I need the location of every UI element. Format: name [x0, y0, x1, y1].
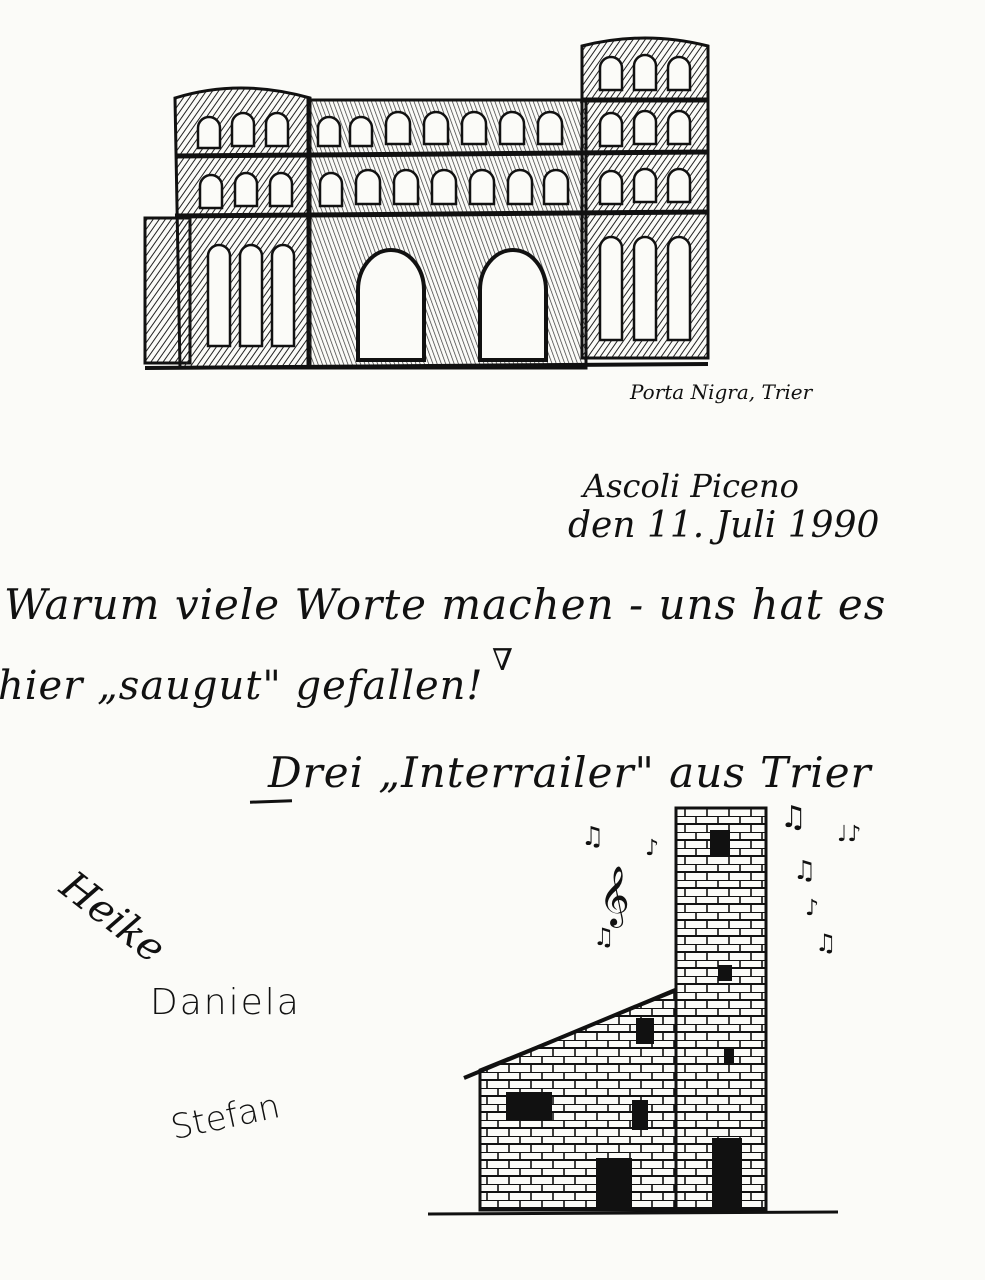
name-heike: Heike	[51, 862, 174, 973]
svg-text:♫: ♫	[593, 923, 615, 951]
svg-text:𝄞: 𝄞	[599, 866, 630, 928]
message-mark: ∇	[492, 643, 513, 678]
music-notes-icon: ♫ ♪ 𝄞 ♫ ♫ ♩♪ ♫ ♪ ♫	[581, 800, 861, 957]
svg-text:♫: ♫	[780, 800, 807, 835]
name-stefan: Stefan	[167, 1086, 284, 1149]
svg-text:♩♪: ♩♪	[837, 822, 861, 847]
drawing-caption: Porta Nigra, Trier	[630, 380, 813, 404]
entry-date: den 11. Juli 1990	[568, 505, 880, 546]
place-name: Ascoli Piceno	[583, 467, 799, 505]
name-daniela: Daniela	[150, 982, 301, 1023]
stone-tower-house-drawing	[428, 806, 839, 1216]
svg-text:♫: ♫	[581, 822, 604, 852]
message-line-2: hier „saugut" gefallen!	[0, 663, 484, 709]
porta-nigra-gate-drawing	[143, 36, 710, 370]
signature-underline	[249, 799, 293, 804]
svg-text:♪: ♪	[805, 896, 819, 921]
svg-text:♪: ♪	[645, 836, 659, 861]
svg-text:♫: ♫	[793, 856, 816, 886]
message-line-1: Warum viele Worte machen - uns hat es	[4, 580, 887, 629]
signature-line: Drei „Interrailer" aus Trier	[268, 748, 872, 797]
svg-text:♫: ♫	[815, 929, 837, 957]
